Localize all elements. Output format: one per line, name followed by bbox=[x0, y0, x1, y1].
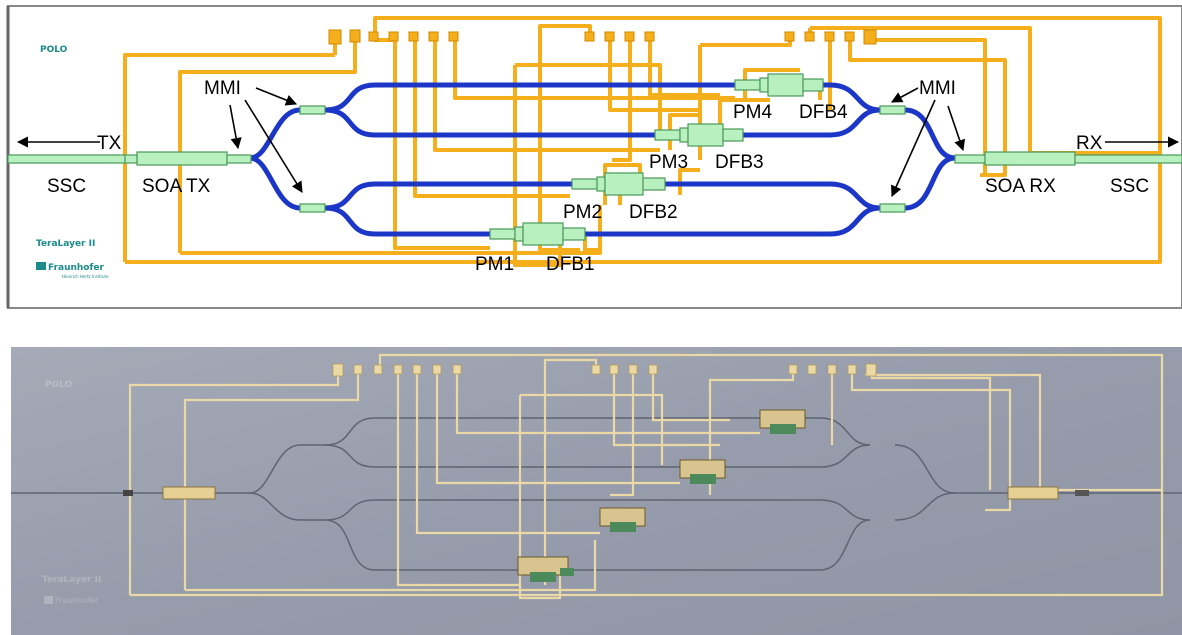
bond-pad bbox=[449, 32, 458, 41]
bond-pad bbox=[585, 32, 594, 41]
mmi-block bbox=[880, 106, 905, 114]
ssc-taper-left bbox=[125, 155, 137, 163]
bond-pad bbox=[605, 32, 614, 41]
label-soa-rx: SOA RX bbox=[985, 176, 1056, 197]
pm3-block bbox=[655, 130, 680, 140]
label-rx: RX bbox=[1076, 133, 1103, 154]
label-pm1: PM1 bbox=[475, 254, 514, 275]
bond-pad bbox=[369, 32, 378, 41]
photo-polo-text: POLO bbox=[45, 380, 73, 390]
bond-pad bbox=[389, 32, 398, 41]
label-ssc-left: SSC bbox=[47, 176, 86, 197]
chip-photo-panel: POLO TeraLayer II Fraunhofer bbox=[11, 347, 1182, 635]
soa-tx-block bbox=[137, 152, 227, 165]
label-mmi-left: MMI bbox=[204, 78, 241, 99]
dfb3-block bbox=[688, 124, 723, 146]
fraunhofer-subtitle: Heinrich Hertz Institute bbox=[62, 274, 109, 279]
teralayer-logo-text: TeraLayer II bbox=[36, 239, 95, 249]
photo-soa-tx bbox=[163, 487, 215, 499]
bond-pad bbox=[429, 32, 438, 41]
dfb4-block bbox=[768, 74, 803, 96]
dfb1-block bbox=[523, 223, 563, 245]
ssc-right-block bbox=[1075, 155, 1182, 163]
pm2-block bbox=[572, 179, 597, 189]
soa-rx-block bbox=[985, 152, 1075, 165]
dfb2-block bbox=[605, 173, 643, 195]
fraunhofer-logo-icon bbox=[36, 262, 46, 270]
label-tx: TX bbox=[97, 133, 122, 154]
bond-pad bbox=[785, 32, 794, 41]
label-dfb4: DFB4 bbox=[799, 102, 848, 123]
bond-pad bbox=[625, 32, 634, 41]
polo-logo-text: POLO bbox=[40, 45, 68, 55]
label-soa-tx: SOA TX bbox=[142, 176, 211, 197]
label-pm4: PM4 bbox=[733, 102, 773, 123]
bond-pad bbox=[409, 32, 418, 41]
soa-tx-tail bbox=[227, 155, 251, 163]
label-ssc-right: SSC bbox=[1110, 176, 1149, 197]
photo-fraunhofer-text: Fraunhofer bbox=[55, 596, 99, 605]
fraunhofer-logo-text: Fraunhofer bbox=[48, 263, 105, 273]
label-dfb2: DFB2 bbox=[629, 202, 678, 223]
mmi-block bbox=[300, 204, 325, 212]
pm4-block bbox=[735, 80, 760, 90]
label-dfb1: DFB1 bbox=[546, 254, 595, 275]
pm1-block bbox=[490, 229, 515, 239]
bond-pad bbox=[805, 32, 814, 41]
mmi-block bbox=[880, 204, 905, 212]
bond-pad bbox=[845, 32, 854, 41]
schematic-panel: POLO TeraLayer II Fraunhofer Heinrich He… bbox=[8, 6, 1182, 308]
photo-teralayer-text: TeraLayer II bbox=[42, 575, 101, 585]
ssc-left-block bbox=[8, 155, 125, 163]
photo-fraunhofer-icon bbox=[44, 596, 53, 604]
label-pm2: PM2 bbox=[563, 202, 602, 223]
soa-rx-tail bbox=[955, 155, 985, 163]
bond-pad bbox=[329, 30, 341, 44]
photo-soa-rx bbox=[1008, 487, 1058, 499]
label-mmi-right: MMI bbox=[919, 78, 956, 99]
bond-pad bbox=[825, 32, 834, 41]
bond-pad bbox=[864, 30, 876, 44]
label-dfb3: DFB3 bbox=[715, 152, 764, 173]
label-pm3: PM3 bbox=[649, 152, 688, 173]
bond-pad bbox=[350, 30, 360, 42]
mmi-block bbox=[300, 106, 325, 114]
bond-pad bbox=[645, 32, 654, 41]
